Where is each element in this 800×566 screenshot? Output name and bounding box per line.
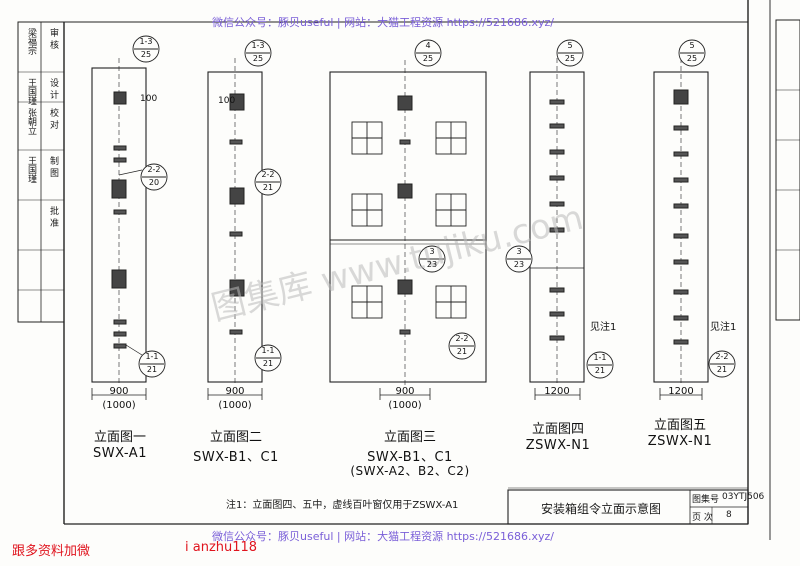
side-block-row-label: 校 对: [48, 108, 58, 129]
callout-number: 1-3: [251, 41, 265, 50]
elevation-2-drawing: [207, 58, 263, 400]
elevation-4-code: ZSWX-N1: [525, 438, 591, 453]
elevation-5-dim: 1200: [668, 386, 694, 397]
elevation-2-title: 立面图二: [209, 430, 262, 445]
callout-number: 3: [516, 247, 522, 256]
callout-sheet: 21: [262, 359, 274, 368]
callout-number: 2-2: [715, 352, 729, 361]
watermark-bottom: 微信公众号：豚贝useful | 网站：大猫工程资源 https://52168…: [212, 530, 554, 543]
elevation-3-drawing: [329, 60, 487, 400]
atlas-label: 图集号: [692, 495, 720, 505]
callout-sheet: 20: [148, 178, 160, 187]
elevation-1-code: SWX-A1: [93, 446, 147, 461]
elevation-3-title: 立面图三: [383, 430, 436, 445]
callout-sheet: 21: [456, 347, 468, 356]
side-block-row-label: 审 核: [48, 28, 58, 49]
elevation-4-dim: 1200: [544, 386, 570, 397]
page-label: 页 次: [692, 513, 713, 523]
callout-sheet: 25: [252, 54, 264, 63]
right-side-block: [775, 19, 800, 321]
callout-number: 1-1: [261, 346, 275, 355]
callout-number: 5: [567, 41, 573, 50]
elevation-3-dim-alt: (1000): [388, 400, 422, 411]
callout-number: 2-2: [455, 334, 469, 343]
callout-sheet: 25: [564, 54, 576, 63]
elevation-3-dim: 900: [395, 386, 415, 397]
title-block-title: 安装箱组令立面示意图: [540, 502, 661, 516]
elevation-2-dim: 900: [225, 386, 245, 397]
callout-sheet: 21: [716, 365, 728, 374]
elevation-1-title: 立面图一: [93, 430, 146, 445]
elevation-3-code: SWX-B1、C1: [367, 450, 453, 465]
drawing-note: 注1：立面图四、五中，虚线百叶窗仅用于ZSWX-A1: [226, 500, 459, 511]
elevation-5-drawing: [653, 58, 709, 400]
callout-sheet: 25: [140, 50, 152, 59]
callout-number: 2-2: [261, 170, 275, 179]
callout-sheet: 25: [686, 54, 698, 63]
side-block-row-label: 设 计: [48, 78, 58, 99]
callout-number: 5: [689, 41, 695, 50]
side-block-name: 张朝立: [26, 108, 36, 135]
see-note-5: 见注1: [710, 322, 737, 333]
elevation-5-title: 立面图五: [653, 418, 706, 433]
callout-number: 3: [429, 247, 435, 256]
callout-circles: [132, 35, 736, 379]
side-block-name: 梁福宗: [26, 28, 36, 55]
side-block-row-label: 批 准: [48, 206, 58, 227]
elevation-2-code: SWX-B1、C1: [193, 450, 279, 465]
elevation-3-code-alt: (SWX-A2、B2、C2): [350, 464, 470, 478]
elevation-1-drawing: [91, 58, 147, 400]
atlas-number: 03YTJ506: [722, 492, 765, 502]
callout-number: 4: [425, 41, 431, 50]
callout-number: 2-2: [147, 165, 161, 174]
title-block-frame: [507, 487, 749, 525]
see-note-4: 见注1: [590, 322, 617, 333]
callout-sheet: 25: [422, 54, 434, 63]
callout-sheet: 21: [146, 365, 158, 374]
callout-sheet: 23: [426, 260, 438, 269]
elevation-1-dim: 900: [109, 386, 129, 397]
callout-number: 1-3: [139, 37, 153, 46]
footer-note-left: 跟多资料加微: [12, 544, 91, 559]
dim-100-right: 100: [140, 94, 158, 104]
left-side-block: [17, 21, 65, 323]
elevation-5-code: ZSWX-N1: [647, 434, 713, 449]
callout-sheet: 21: [594, 366, 606, 375]
side-block-name: 王国瑾: [26, 78, 36, 105]
watermark-top: 微信公众号：豚贝useful | 网站：大猫工程资源 https://52168…: [212, 16, 554, 29]
callout-sheet: 23: [513, 260, 525, 269]
side-block-name: 王国瑾: [26, 156, 36, 183]
page-number: 8: [726, 510, 732, 520]
elevation-4-drawing: [529, 58, 585, 400]
dim-100-left: 100: [218, 96, 236, 106]
callout-sheet: 21: [262, 183, 274, 192]
elevation-2-dim-alt: (1000): [218, 400, 252, 411]
elevation-4-title: 立面图四: [531, 422, 584, 437]
footer-note-right: i anzhu118: [185, 540, 258, 555]
callout-number: 1-1: [593, 353, 607, 362]
side-block-row-label: 制 图: [48, 156, 58, 177]
elevation-1-dim-alt: (1000): [102, 400, 136, 411]
callout-number: 1-1: [145, 352, 159, 361]
